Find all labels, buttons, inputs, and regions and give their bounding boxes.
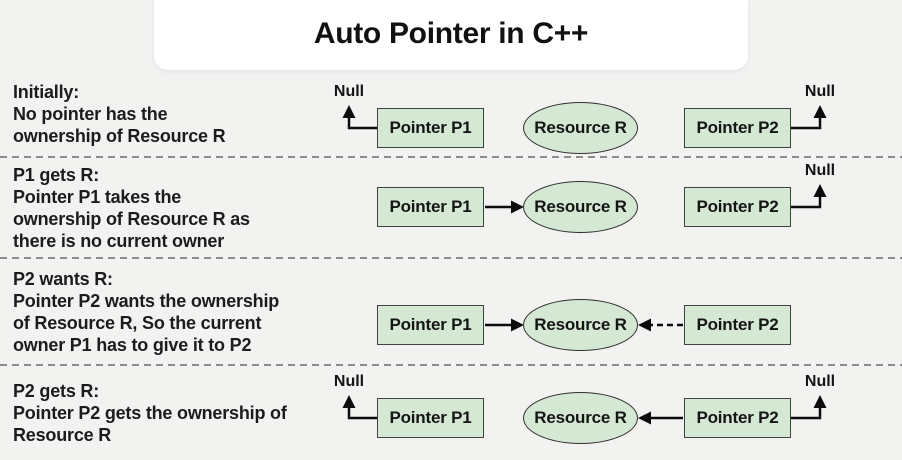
null-label: Null [804,83,836,100]
row-separator [0,364,902,366]
p2-null-elbow-line [790,118,822,130]
row-p2-wants-r: P2 wants R: Pointer P2 wants the ownersh… [0,258,902,366]
p1-null-arrowhead-icon [342,395,356,408]
row-p1-gets-r: P1 gets R: Pointer P1 takes the ownershi… [0,157,902,259]
p1-null-elbow-line [347,118,378,130]
null-pointer-arrows [342,105,827,130]
pointer-p2-node: Pointer P2 [684,398,791,438]
row-p2-gets-r: P2 gets R: Pointer P2 gets the ownership… [0,365,902,460]
resource-r-node: Resource R [523,102,638,154]
diagram-rows: Initially: No pointer has the ownership … [0,70,902,460]
p1-null-arrowhead-icon [342,105,356,118]
p1-owns-arrowhead-icon [511,200,524,214]
p2-wants-arrowhead-icon [638,318,651,332]
p2-null-arrowhead-icon [813,105,827,118]
p2-null-arrowhead-icon [813,395,827,408]
p1-owns-arrowhead-icon [511,318,524,332]
resource-r-node: Resource R [523,299,638,351]
null-label: Null [804,373,836,390]
pointer-p1-node: Pointer P1 [377,305,484,345]
resource-r-node: Resource R [523,392,638,444]
row-initially: Initially: No pointer has the ownership … [0,70,902,158]
ownership-and-request-arrows [485,318,683,332]
title-card: Auto Pointer in C++ [154,0,748,70]
p2-null-elbow-line [790,197,822,209]
null-label: Null [333,83,365,100]
step-description: P2 gets R: Pointer P2 gets the ownership… [13,380,287,445]
p1-null-elbow-line [347,408,378,420]
step-description: P1 gets R: Pointer P1 takes the ownershi… [13,164,250,251]
p2-null-elbow-line [790,408,822,420]
pointer-p2-node: Pointer P2 [684,305,791,345]
null-label: Null [333,373,365,390]
pointer-p2-node: Pointer P2 [684,187,791,227]
final-ownership-arrows [342,395,827,425]
ownership-arrows [485,184,827,214]
row-separator [0,257,902,259]
p2-null-arrowhead-icon [813,184,827,197]
pointer-p1-node: Pointer P1 [377,398,484,438]
null-label: Null [804,162,836,179]
page-title: Auto Pointer in C++ [313,17,589,50]
pointer-p1-node: Pointer P1 [377,108,484,148]
step-description: Initially: No pointer has the ownership … [13,81,226,146]
row-separator [0,156,902,158]
p2-owns-arrowhead-icon [638,411,651,425]
pointer-p1-node: Pointer P1 [377,187,484,227]
step-description: P2 wants R: Pointer P2 wants the ownersh… [13,268,280,355]
pointer-p2-node: Pointer P2 [684,108,791,148]
resource-r-node: Resource R [523,181,638,233]
